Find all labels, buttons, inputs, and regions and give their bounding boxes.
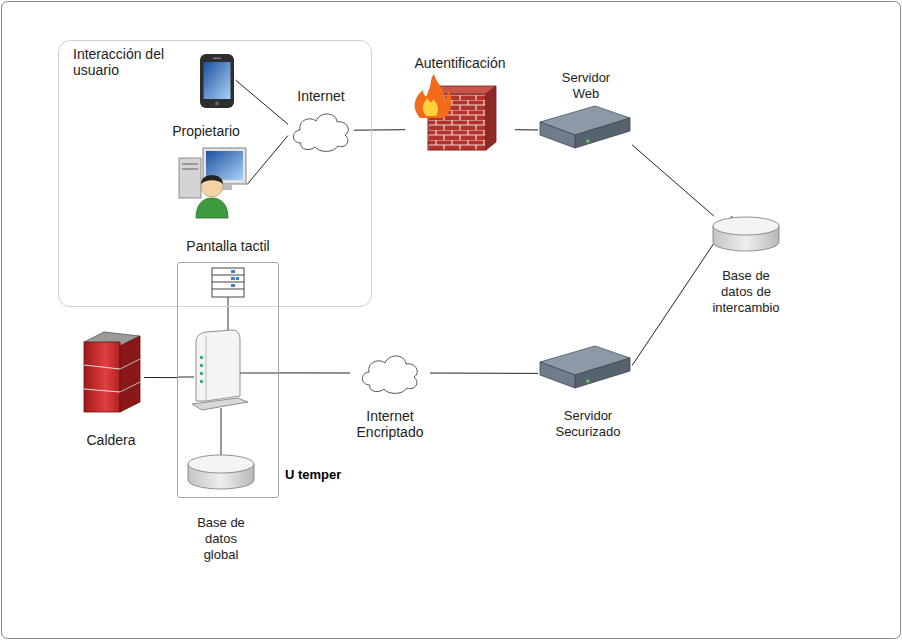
node-label: Internet Encriptado: [346, 408, 434, 440]
cloud-node: Internet Encriptado: [350, 348, 430, 444]
database-cylinder: [713, 217, 779, 251]
network-link: [515, 129, 538, 130]
internal-wire: [177, 297, 279, 456]
network-link: [354, 129, 405, 131]
node-label: Internet: [278, 88, 364, 104]
node-label: Interacción del usuario: [73, 46, 165, 78]
phone-icon: [200, 54, 234, 108]
network-link: [632, 145, 714, 216]
network-link: [279, 372, 350, 373]
node-label: Autentificación: [397, 55, 523, 71]
database-node: Base de datos de intercambio: [700, 216, 792, 320]
device-box: U temperPantalla tactilBase de datos glo…: [177, 262, 279, 498]
server-node: Servidor Securizado: [538, 346, 632, 444]
network-link: [430, 373, 538, 374]
node-label: Pantalla tactil: [168, 238, 288, 254]
network-link: [144, 377, 177, 378]
boiler-node: Caldera: [78, 330, 144, 455]
node-label: Caldera: [66, 432, 156, 448]
internet-cloud: [293, 114, 348, 151]
node-label: Base de datos global: [191, 515, 251, 563]
node-label: Base de datos de intercambio: [706, 268, 786, 316]
firewall-icon: [415, 74, 496, 150]
group-box: Interacción del usuarioPropietario Intern…: [58, 40, 372, 307]
node-label: Propietario: [162, 123, 250, 139]
boiler-icon: [84, 332, 140, 412]
user-computer-icon: [179, 148, 246, 218]
node-label: Servidor Securizado: [544, 408, 632, 440]
secure-server-icon: [540, 346, 630, 388]
screen-node: Pantalla tactil: [205, 266, 251, 300]
network-link: [247, 136, 288, 185]
web-server-icon: [540, 106, 630, 148]
server-node: Servidor Web: [538, 70, 632, 157]
user-node: Propietario: [165, 52, 247, 222]
database-node: Base de datos global: [185, 453, 257, 568]
router-icon: [192, 330, 248, 410]
network-link: [236, 80, 289, 124]
database-cylinder: [188, 455, 254, 489]
touch-screen-icon: [212, 268, 244, 297]
cloud-node: Internet: [288, 88, 354, 154]
firewall-node: Autentificación: [405, 55, 515, 152]
node-label: Servidor Web: [550, 70, 622, 102]
internet-cloud: [362, 356, 417, 393]
node-label: U temper: [285, 467, 365, 483]
